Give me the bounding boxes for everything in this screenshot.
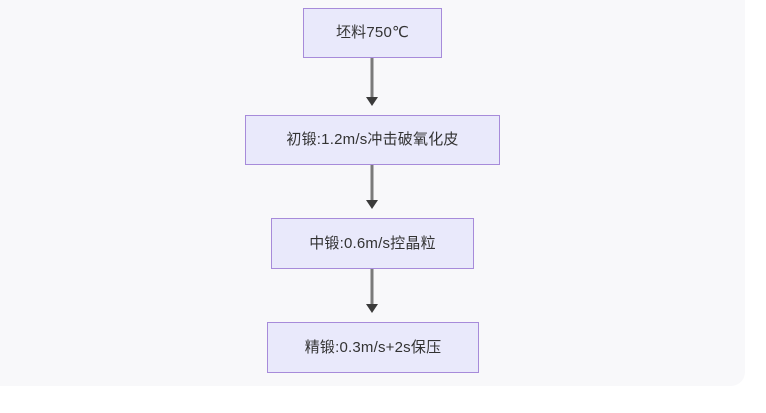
flow-connector-medium-forge-to-finish-forge <box>370 269 374 306</box>
flow-connector-billet-to-rough-forge <box>370 58 374 99</box>
flow-node-billet[interactable]: 坯料750℃ <box>303 8 442 58</box>
flow-node-medium-forge[interactable]: 中锻:0.6m/s控晶粒 <box>271 218 474 269</box>
flow-node-rough-forge[interactable]: 初锻:1.2m/s冲击破氧化皮 <box>245 115 500 165</box>
flow-node-finish-forge[interactable]: 精锻:0.3m/s+2s保压 <box>267 322 479 373</box>
flow-node-finish-forge-label: 精锻:0.3m/s+2s保压 <box>304 338 442 356</box>
flow-node-medium-forge-label: 中锻:0.6m/s控晶粒 <box>309 234 436 252</box>
flow-node-billet-label: 坯料750℃ <box>335 24 410 41</box>
flow-node-rough-forge-label: 初锻:1.2m/s冲击破氧化皮 <box>286 131 459 148</box>
arrow-down-icon <box>366 97 378 106</box>
arrow-down-icon <box>366 200 378 209</box>
flow-connector-rough-forge-to-medium-forge <box>370 165 374 202</box>
arrow-down-icon <box>366 304 378 313</box>
